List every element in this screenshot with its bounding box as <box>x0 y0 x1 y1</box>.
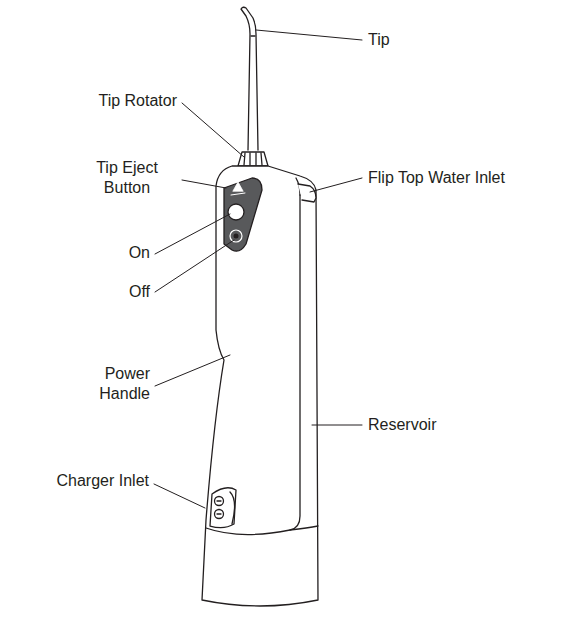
leader-line <box>310 178 362 192</box>
rotator-ribs <box>244 153 262 165</box>
tip-mark <box>251 35 255 36</box>
part-label: Tip <box>368 30 428 50</box>
leader-line <box>182 103 244 157</box>
flip-top <box>298 184 316 202</box>
eject-bar <box>231 193 245 195</box>
tip-rotator <box>238 152 268 166</box>
flosser-body <box>202 166 318 606</box>
charger-inlet <box>210 488 236 528</box>
part-label: Off <box>110 282 150 302</box>
reservoir-seam <box>290 178 300 530</box>
part-label: Charger Inlet <box>19 471 149 491</box>
eject-symbol <box>233 182 243 191</box>
tip-outline <box>241 7 258 150</box>
off-button <box>230 230 242 242</box>
charger-pin-mark <box>217 501 221 514</box>
part-label: Tip Rotator <box>47 91 177 111</box>
part-label: Tip Eject Button <box>77 158 177 198</box>
leader-line <box>155 214 230 254</box>
leader-line <box>155 240 234 292</box>
on-button <box>228 204 244 220</box>
leader-lines <box>154 30 362 508</box>
leader-line <box>154 484 205 508</box>
off-dot <box>234 234 239 239</box>
part-label: Power Handle <box>80 364 150 404</box>
leader-line <box>182 180 226 188</box>
part-label: On <box>110 243 150 263</box>
part-label: Flip Top Water Inlet <box>368 168 554 188</box>
part-label: Reservoir <box>368 415 488 435</box>
leader-line <box>312 425 362 426</box>
leader-line <box>155 355 230 386</box>
charger-cover <box>230 492 235 524</box>
leader-line <box>256 30 362 40</box>
